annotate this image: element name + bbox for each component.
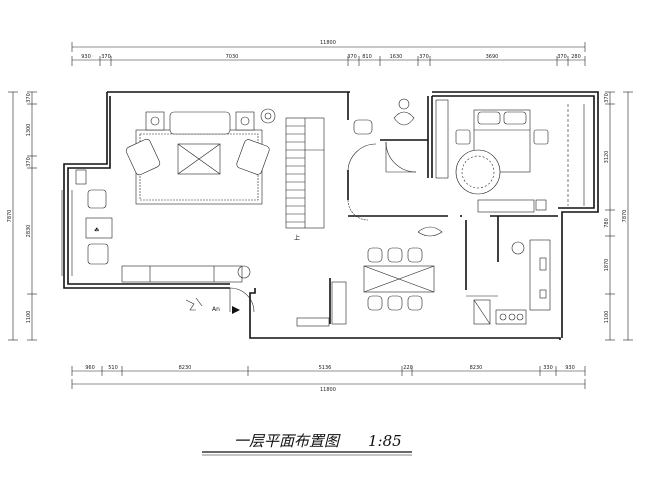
left-dim-4: 2830 bbox=[26, 225, 32, 238]
dining-room bbox=[331, 226, 443, 325]
bottom-dim-2: 510 bbox=[108, 365, 118, 371]
kitchen bbox=[466, 239, 551, 325]
bedroom bbox=[435, 99, 585, 213]
top-dim-6: 1630 bbox=[390, 54, 403, 60]
right-dim-1: 370 bbox=[604, 93, 610, 103]
entry-arrow-icon bbox=[232, 306, 240, 314]
top-dim-3: 7030 bbox=[226, 54, 239, 60]
bottom-dim-7: 330 bbox=[543, 365, 553, 371]
right-dim-4: 1870 bbox=[604, 259, 610, 272]
top-dim-1: 930 bbox=[81, 54, 91, 60]
svg-text:☘: ☘ bbox=[94, 227, 99, 234]
drawing-title: 一层平面布置图 bbox=[234, 432, 341, 450]
interior-walls bbox=[296, 92, 558, 327]
living-room: ☘ bbox=[75, 108, 276, 283]
right-dim-5: 1100 bbox=[604, 311, 610, 324]
bathroom bbox=[347, 98, 417, 221]
drawing-title-block: 一层平面布置图 1:85 bbox=[202, 432, 412, 456]
top-dim-10: 280 bbox=[571, 54, 581, 60]
top-total-dimension: 11800 bbox=[320, 40, 336, 46]
bottom-dim-3: 8230 bbox=[179, 365, 192, 371]
right-total-dimension: 7870 bbox=[622, 210, 628, 223]
left-dim-2: 1300 bbox=[26, 124, 32, 137]
stair-up-label: 上 bbox=[294, 234, 300, 242]
entry-label: An bbox=[212, 306, 220, 313]
right-dim-3: 780 bbox=[604, 218, 610, 228]
top-dimension-chain: 11800 930 370 7030 370 810 1630 370 3690… bbox=[71, 40, 586, 66]
drawing-scale: 1:85 bbox=[368, 432, 402, 450]
left-dimension-chain: 7870 370 1300 370 2830 1100 bbox=[7, 91, 37, 341]
bottom-dim-4: 5136 bbox=[319, 365, 332, 371]
top-dim-5: 810 bbox=[362, 54, 372, 60]
bottom-total-dimension: 11800 bbox=[320, 387, 336, 393]
right-dim-2: 3120 bbox=[604, 151, 610, 164]
right-dimension-chain: 370 3120 780 1870 1100 7870 bbox=[604, 91, 633, 341]
entry-door: An bbox=[185, 287, 255, 314]
left-dim-3: 370 bbox=[26, 157, 32, 167]
top-dim-2: 370 bbox=[101, 54, 111, 60]
left-total-dimension: 7870 bbox=[7, 210, 13, 223]
left-dim-5: 1100 bbox=[26, 311, 32, 324]
top-dim-8: 3690 bbox=[486, 54, 499, 60]
staircase: 上 bbox=[285, 117, 325, 242]
bottom-dimension-chain: 960 510 8230 5136 220 8230 330 930 11800 bbox=[71, 365, 586, 393]
bottom-dim-6: 8230 bbox=[470, 365, 483, 371]
left-dim-1: 370 bbox=[26, 93, 32, 103]
exterior-walls bbox=[61, 91, 599, 340]
bottom-dim-5: 220 bbox=[403, 365, 413, 371]
top-dim-4: 370 bbox=[347, 54, 357, 60]
bottom-dim-8: 930 bbox=[565, 365, 575, 371]
top-dim-7: 370 bbox=[419, 54, 429, 60]
bottom-dim-1: 960 bbox=[85, 365, 95, 371]
top-dim-9: 370 bbox=[557, 54, 567, 60]
